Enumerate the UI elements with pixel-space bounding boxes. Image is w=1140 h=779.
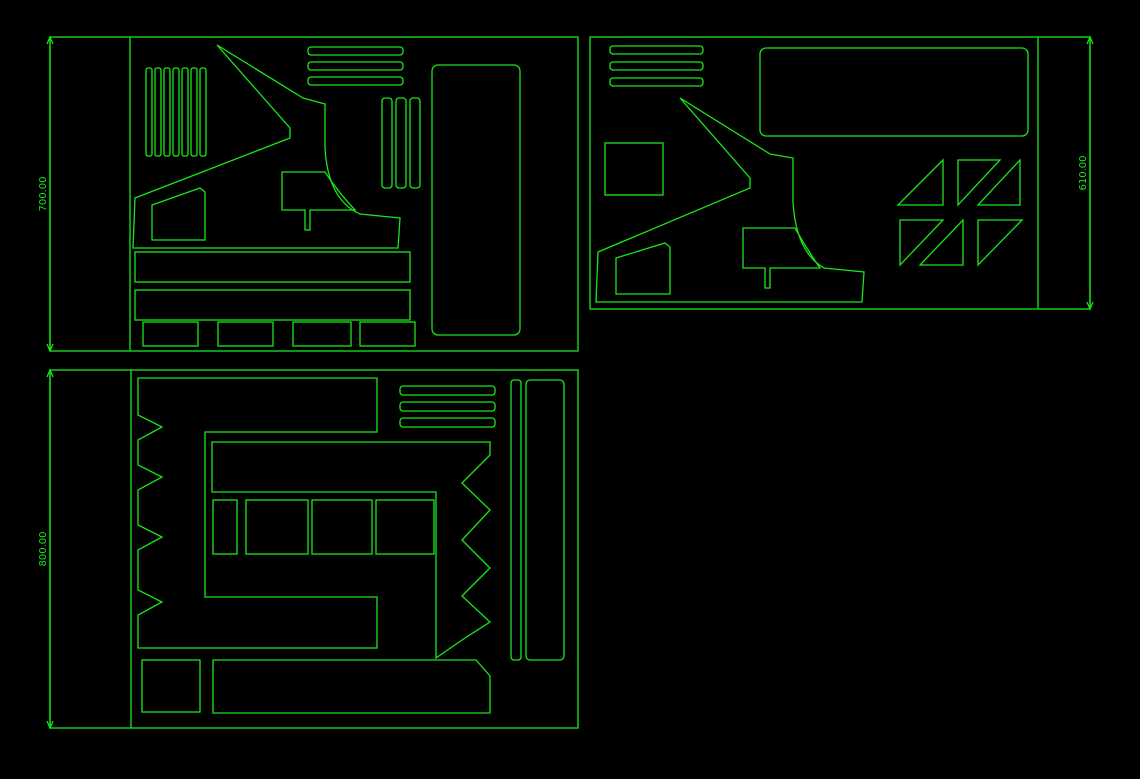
dimension-arrows [1086,35,1094,311]
bracket-part [212,499,238,555]
clip-part [399,401,496,412]
bracket-part [604,142,664,196]
clip-part [409,97,421,189]
sheet-border [49,369,579,729]
clip-part [395,97,407,189]
rail-bar [134,251,411,283]
clip-part [307,61,404,71]
dimension-label-700: 700.00 [38,177,49,212]
bracket-part [311,499,373,555]
bracket-part [245,499,309,555]
vertical-rail [510,379,522,661]
sheet-top-left: 700.00 [38,35,579,353]
frame-cutout [281,171,357,231]
bracket-part [359,321,416,347]
clip-part [307,76,404,86]
clip-part [609,77,704,87]
bracket-part [141,659,201,713]
sheet-border [49,36,579,352]
frame-cutout [742,227,822,289]
wall-outline-inner [211,441,492,660]
dimension-label-800: 800.00 [38,532,49,567]
slat-group [145,67,207,157]
bracket-part [142,321,199,347]
clip-part [609,61,704,71]
large-panel [431,64,521,336]
gusset-group [896,158,1024,267]
vertical-rail [525,379,565,661]
clip-part [381,97,393,189]
sheet-top-right: 610.00 [589,35,1094,311]
base-plate [212,659,491,714]
wall-outline [137,377,378,649]
sheet-bottom-left: 800.00 [38,368,579,730]
bracket-part [375,499,435,555]
dimension-label-610: 610.00 [1078,156,1089,191]
bracket-part [292,321,352,347]
frame-window [615,242,671,295]
bracket-part [217,321,274,347]
clip-part [609,45,704,55]
rail-bar [134,289,411,321]
clip-part [307,46,404,56]
large-panel [759,47,1029,137]
side-frame-part [595,97,865,303]
frame-window [151,187,206,241]
side-frame-part [132,44,401,249]
dimension-arrows [46,368,54,730]
dimension-arrows [46,35,54,353]
clip-part [399,385,496,396]
clip-part [399,417,496,428]
